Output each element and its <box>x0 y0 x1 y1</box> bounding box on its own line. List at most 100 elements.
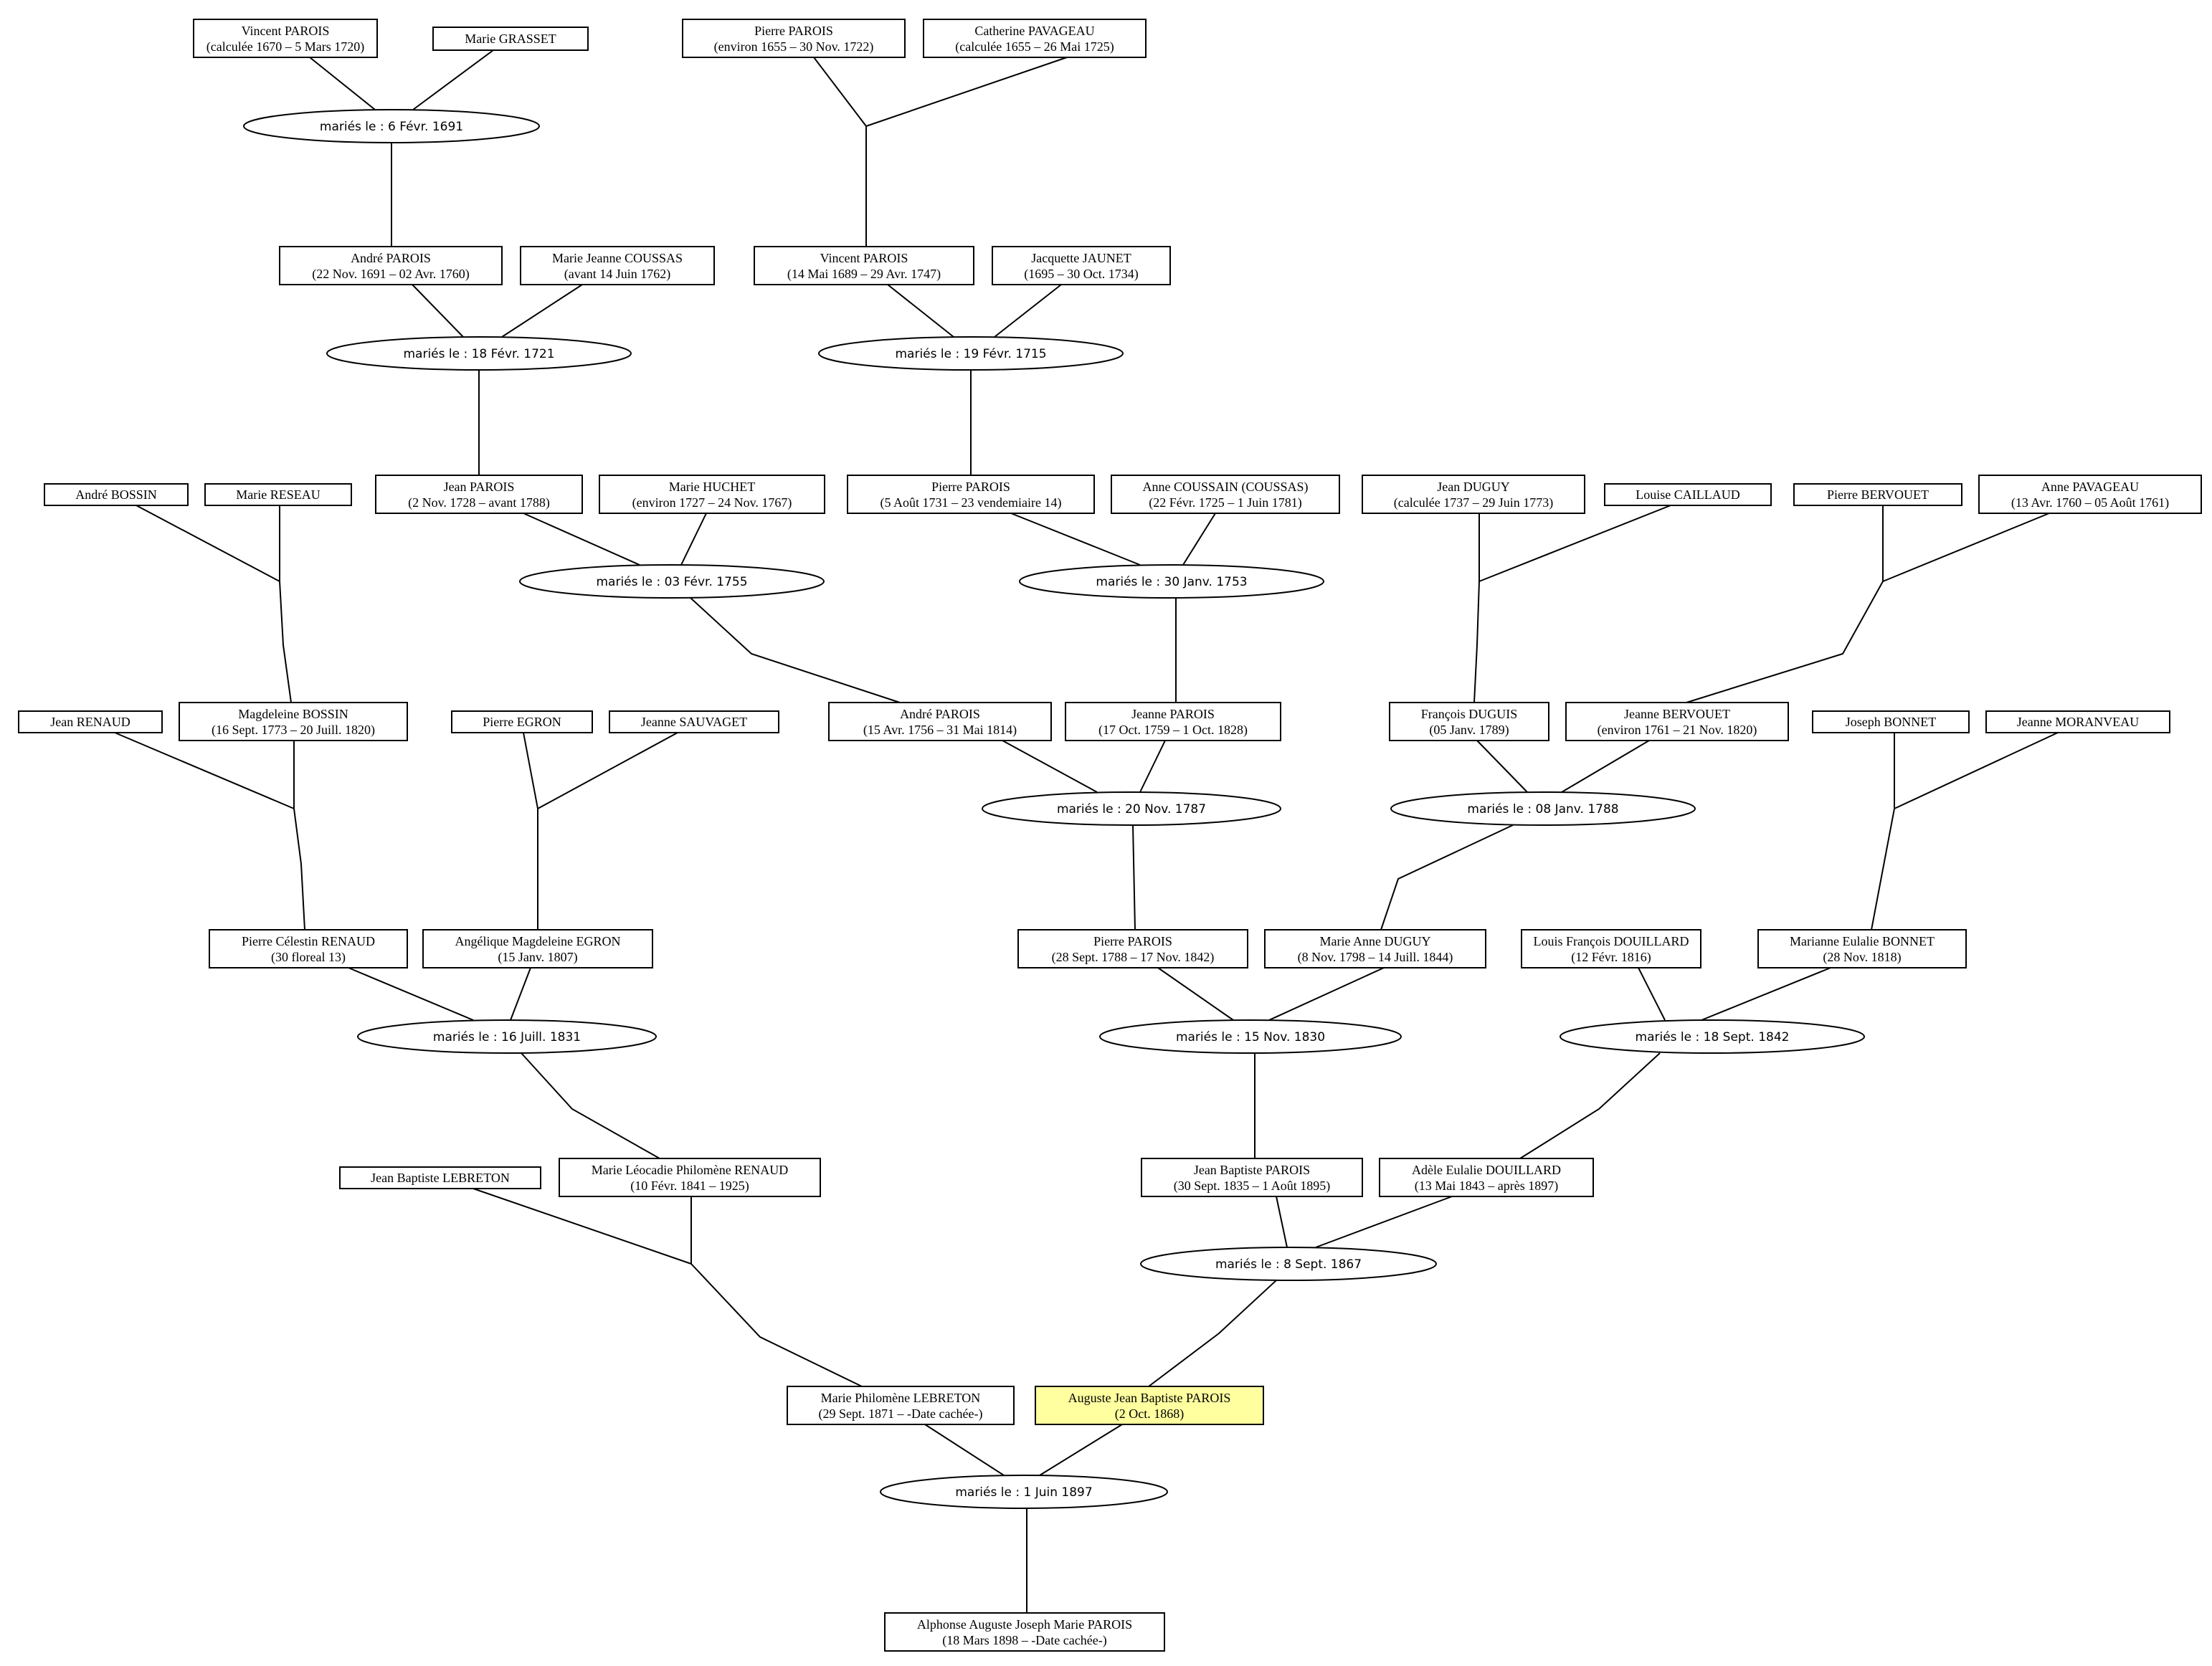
person-box <box>279 246 503 285</box>
person-name: Jean Baptiste PAROIS <box>1194 1163 1310 1177</box>
person-node[interactable]: Marie Anne DUGUY(8 Nov. 1798 – 14 Juill.… <box>1264 929 1486 968</box>
person-dates: (2 Nov. 1728 – avant 1788) <box>408 495 550 510</box>
person-node[interactable]: Marie Philomène LEBRETON(29 Sept. 1871 –… <box>787 1386 1015 1425</box>
person-box <box>1604 483 1772 506</box>
spouse-edge <box>1701 967 1831 1021</box>
person-node[interactable]: Louis François DOUILLARD(12 Févr. 1816) <box>1521 929 1701 968</box>
person-node[interactable]: Jeanne PAROIS(17 Oct. 1759 – 1 Oct. 1828… <box>1065 702 1281 741</box>
person-node[interactable]: Jeanne BERVOUET(environ 1761 – 21 Nov. 1… <box>1565 702 1789 741</box>
person-node[interactable]: Magdeleine BOSSIN(16 Sept. 1773 – 20 Jui… <box>179 702 408 741</box>
marriage-node: mariés le : 20 Nov. 1787 <box>982 791 1281 826</box>
person-name: Anne PAVAGEAU <box>2041 480 2139 494</box>
spouse-edge <box>1157 967 1234 1021</box>
person-box <box>432 27 589 51</box>
person-box <box>520 246 715 285</box>
person-box <box>1141 1158 1363 1197</box>
person-node[interactable]: Jean Baptiste LEBRETON <box>339 1166 541 1189</box>
person-node[interactable]: Jean Baptiste PAROIS(30 Sept. 1835 – 1 A… <box>1141 1158 1363 1197</box>
parent-edge <box>1478 505 1671 582</box>
spouse-edge <box>887 284 954 338</box>
person-name: Marie GRASSET <box>465 32 556 46</box>
person-box <box>339 1166 541 1189</box>
person-name: François DUGUIS <box>1421 707 1518 721</box>
person-node[interactable]: Marie HUCHET(environ 1727 – 24 Nov. 1767… <box>599 475 825 514</box>
person-node[interactable]: Jeanne MORANVEAU <box>1985 710 2170 733</box>
person-box <box>1111 475 1340 514</box>
person-dates: (calculée 1670 – 5 Mars 1720) <box>207 39 364 54</box>
spouse-edge <box>412 49 494 110</box>
person-node[interactable]: Marie RESEAU <box>204 483 352 506</box>
person-name: Jean DUGUY <box>1437 480 1509 494</box>
person-name: Magdeleine BOSSIN <box>238 707 348 721</box>
person-name: Louise CAILLAUD <box>1636 487 1739 502</box>
person-dates: (15 Avr. 1756 – 31 Mai 1814) <box>863 723 1017 738</box>
marriage-label: mariés le : 18 Févr. 1721 <box>403 347 554 361</box>
spouse-edge <box>1476 740 1528 793</box>
person-node[interactable]: Pierre Célestin RENAUD(30 floreal 13) <box>209 929 408 968</box>
person-node[interactable]: Adèle Eulalie DOUILLARD(13 Mai 1843 – ap… <box>1379 1158 1594 1197</box>
spouse-edge <box>1182 513 1216 566</box>
parent-edge <box>523 732 538 809</box>
person-node[interactable]: André PAROIS(22 Nov. 1691 – 02 Avr. 1760… <box>279 246 503 285</box>
person-node[interactable]: Marie Léocadie Philomène RENAUD(10 Févr.… <box>559 1158 821 1197</box>
person-node[interactable]: François DUGUIS(05 Janv. 1789) <box>1389 702 1549 741</box>
person-node[interactable]: Vincent PAROIS(calculée 1670 – 5 Mars 17… <box>193 19 378 58</box>
person-node[interactable]: André BOSSIN <box>44 483 189 506</box>
person-node[interactable]: Jean PAROIS(2 Nov. 1728 – avant 1788) <box>375 475 583 514</box>
person-node[interactable]: Alphonse Auguste Joseph Marie PAROIS(18 … <box>884 1612 1165 1652</box>
person-node[interactable]: André PAROIS(15 Avr. 1756 – 31 Mai 1814) <box>828 702 1052 741</box>
person-node-highlighted[interactable]: Auguste Jean Baptiste PAROIS(2 Oct. 1868… <box>1035 1386 1264 1425</box>
person-node[interactable]: Jacquette JAUNET(1695 – 30 Oct. 1734) <box>992 246 1171 285</box>
marriage-node: mariés le : 16 Juill. 1831 <box>357 1019 657 1054</box>
marriage-ellipse <box>1390 791 1696 826</box>
child-edge <box>1473 581 1480 703</box>
person-node[interactable]: Joseph BONNET <box>1812 710 1970 733</box>
person-box <box>204 483 352 506</box>
person-node[interactable]: Jean RENAUD <box>18 710 163 733</box>
spouse-edge <box>1039 1424 1123 1476</box>
marriage-label: mariés le : 08 Janv. 1788 <box>1467 802 1618 817</box>
person-dates: (18 Mars 1898 – -Date cachée-) <box>942 1633 1106 1648</box>
person-node[interactable]: Angélique Magdeleine EGRON(15 Janv. 1807… <box>422 929 653 968</box>
spouse-edge <box>1268 967 1385 1021</box>
person-box <box>1362 475 1585 514</box>
person-name: Pierre PAROIS <box>754 24 833 38</box>
person-node[interactable]: Marianne Eulalie BONNET(28 Nov. 1818) <box>1757 929 1967 968</box>
person-node[interactable]: Pierre PAROIS(28 Sept. 1788 – 17 Nov. 18… <box>1017 929 1248 968</box>
person-node[interactable]: Vincent PAROIS(14 Mai 1689 – 29 Avr. 174… <box>754 246 974 285</box>
person-node[interactable]: Marie Jeanne COUSSAS(avant 14 Juin 1762) <box>520 246 715 285</box>
tree-edges <box>114 49 2059 1613</box>
person-node[interactable]: Anne PAVAGEAU(13 Avr. 1760 – 05 Août 176… <box>1978 475 2202 514</box>
person-box <box>1017 929 1248 968</box>
person-node[interactable]: Pierre PAROIS(5 Août 1731 – 23 vendemiai… <box>847 475 1095 514</box>
person-box <box>1035 1386 1264 1425</box>
person-node[interactable]: Catherine PAVAGEAU(calculée 1655 – 26 Ma… <box>923 19 1147 58</box>
person-box <box>209 929 408 968</box>
person-node[interactable]: Marie GRASSET <box>432 27 589 51</box>
person-box <box>828 702 1052 741</box>
person-node[interactable]: Jeanne SAUVAGET <box>609 710 779 733</box>
marriage-label: mariés le : 30 Janv. 1753 <box>1096 575 1247 589</box>
person-node[interactable]: Pierre BERVOUET <box>1793 483 1962 506</box>
person-node[interactable]: Anne COUSSAIN (COUSSAS)(22 Févr. 1725 – … <box>1111 475 1340 514</box>
child-edge <box>279 581 292 703</box>
person-name: Pierre PAROIS <box>931 480 1010 494</box>
person-node[interactable]: Louise CAILLAUD <box>1604 483 1772 506</box>
marriage-label: mariés le : 03 Févr. 1755 <box>596 575 747 589</box>
person-dates: (12 Févr. 1816) <box>1571 950 1651 965</box>
person-node[interactable]: Pierre EGRON <box>451 710 593 733</box>
marriage-label: mariés le : 18 Sept. 1842 <box>1636 1030 1790 1044</box>
person-dates: (calculée 1655 – 26 Mai 1725) <box>955 39 1114 54</box>
person-name: Catherine PAVAGEAU <box>974 24 1094 38</box>
person-node[interactable]: Jean DUGUY(calculée 1737 – 29 Juin 1773) <box>1362 475 1585 514</box>
child-edge <box>1148 1280 1277 1387</box>
spouse-edge <box>1315 1196 1453 1248</box>
person-dates: (14 Mai 1689 – 29 Avr. 1747) <box>787 267 941 282</box>
marriage-ellipse <box>818 336 1124 371</box>
person-box <box>451 710 593 733</box>
person-name: Auguste Jean Baptiste PAROIS <box>1068 1391 1231 1405</box>
person-node[interactable]: Pierre PAROIS(environ 1655 – 30 Nov. 172… <box>682 19 906 58</box>
person-dates: (avant 14 Juin 1762) <box>564 267 670 282</box>
